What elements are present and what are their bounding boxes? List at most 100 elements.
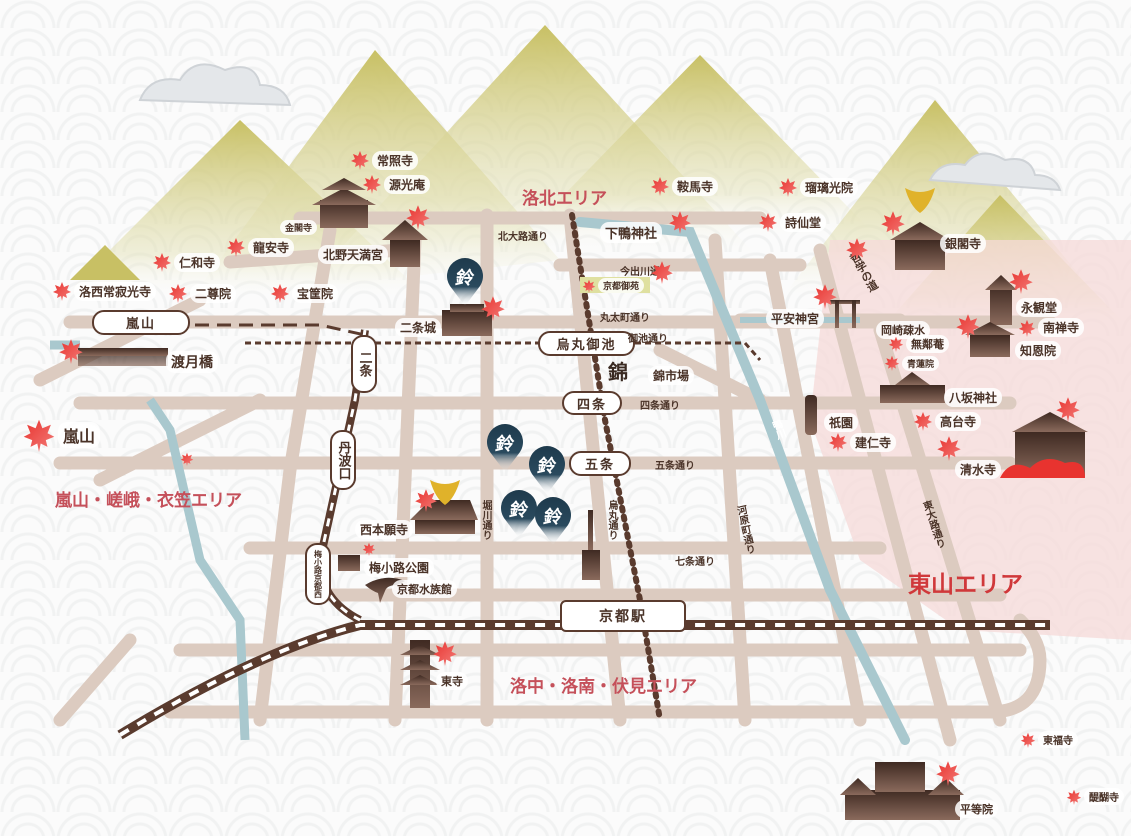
cloud-icon bbox=[138, 63, 1062, 192]
nijojo-building bbox=[442, 304, 492, 336]
station-tambaguchi[interactable]: 丹波口 bbox=[330, 430, 356, 490]
maple-icon bbox=[1018, 319, 1036, 337]
maple-icon bbox=[778, 177, 798, 197]
station-karasuma-oike[interactable]: 烏丸御池 bbox=[538, 331, 635, 356]
maple-shimogamo bbox=[668, 210, 692, 234]
place-ginkakuji[interactable]: 銀閣寺 bbox=[940, 234, 987, 253]
place-toji[interactable]: 東寺 bbox=[436, 672, 468, 690]
place-shisendo[interactable]: 詩仙堂 bbox=[758, 212, 827, 232]
place-nanzenji[interactable]: 南禅寺 bbox=[1018, 318, 1085, 337]
place-daigoji[interactable]: 醍醐寺 bbox=[1066, 788, 1124, 805]
place-gion[interactable]: 祇園 bbox=[824, 413, 859, 432]
station-gojo[interactable]: 五条 bbox=[569, 451, 631, 476]
place-kiyomizudera[interactable]: 清水寺 bbox=[955, 460, 1002, 479]
road-oike: 御池通り bbox=[628, 334, 668, 345]
map-pin[interactable]: 鈴 bbox=[445, 258, 485, 308]
maple-icon bbox=[168, 283, 188, 303]
maple-icon bbox=[582, 279, 596, 293]
place-kyoto-gyoen[interactable]: 京都御苑 bbox=[582, 278, 645, 293]
maple-icon bbox=[880, 210, 906, 236]
place-joshoji[interactable]: 常照寺 bbox=[350, 150, 419, 170]
maple-icon bbox=[432, 640, 458, 666]
maple-icon bbox=[650, 176, 670, 196]
map-pin[interactable]: 鈴 bbox=[533, 497, 573, 547]
pin-glyph: 鈴 bbox=[541, 507, 564, 528]
maple-eikando bbox=[1008, 268, 1034, 294]
place-togetsukyo[interactable]: 渡月橋 bbox=[166, 351, 218, 373]
maple-icon bbox=[888, 336, 904, 352]
place-kodaiji[interactable]: 高台寺 bbox=[913, 411, 982, 431]
pin-glyph: 鈴 bbox=[493, 434, 516, 455]
area-rakuchu: 洛中・洛南・伏見エリア bbox=[510, 677, 697, 697]
maple-icon bbox=[1055, 396, 1081, 422]
place-murinan[interactable]: 無鄰菴 bbox=[888, 335, 949, 353]
maple-chionin bbox=[955, 313, 981, 339]
maple-icon bbox=[405, 204, 431, 230]
place-chionin[interactable]: 知恩院 bbox=[1015, 341, 1062, 360]
road-kitaoji: 北大路通り bbox=[498, 232, 548, 243]
maple-toji bbox=[432, 640, 458, 666]
maple-arashiyama-small bbox=[180, 452, 194, 466]
map-pin[interactable]: 鈴 bbox=[485, 424, 525, 474]
chionin-building bbox=[965, 322, 1015, 357]
place-nisonin[interactable]: 二尊院 bbox=[168, 283, 237, 303]
place-kenninji[interactable]: 建仁寺 bbox=[828, 432, 897, 452]
place-tofukuji[interactable]: 東福寺 bbox=[1020, 731, 1078, 748]
maple-icon bbox=[650, 260, 674, 284]
place-kyoto-aquarium[interactable]: 京都水族館 bbox=[392, 580, 457, 598]
maple-icon bbox=[480, 295, 506, 321]
togetsukyo-bridge bbox=[78, 348, 168, 366]
ginkgo-icon bbox=[430, 480, 460, 505]
area-higashiyama: 東山エリア bbox=[908, 572, 1023, 598]
map-pin[interactable]: 鈴 bbox=[527, 446, 567, 496]
station-umekoji-kyotonishi[interactable]: 梅小路京都西 bbox=[305, 543, 331, 605]
toji-pagoda bbox=[400, 640, 440, 708]
pin-glyph: 鈴 bbox=[453, 268, 476, 289]
pin-glyph: 鈴 bbox=[535, 456, 558, 477]
place-yasaka-jinja[interactable]: 八坂神社 bbox=[944, 388, 1003, 407]
maple-icon bbox=[22, 418, 56, 452]
maple-icon bbox=[350, 150, 370, 170]
place-nishihonganji[interactable]: 西本願寺 bbox=[355, 520, 414, 539]
place-ryoanji[interactable]: 龍安寺 bbox=[226, 237, 295, 257]
place-nishiki-market[interactable]: 錦市場 bbox=[648, 366, 695, 385]
place-jojakkoji[interactable]: 洛西常寂光寺 bbox=[52, 281, 157, 301]
maple-icon bbox=[955, 313, 981, 339]
road-imadegawa: 今出川通り bbox=[620, 267, 670, 278]
nishiki-logo: 錦 bbox=[608, 360, 628, 384]
ginkakuji-building bbox=[890, 222, 950, 270]
place-shorenin[interactable]: 青蓮院 bbox=[884, 355, 940, 371]
place-okazaki-sosui[interactable]: 岡崎疎水 bbox=[876, 321, 930, 339]
place-byodoin[interactable]: 平等院 bbox=[955, 800, 998, 818]
place-rurikoin[interactable]: 瑠璃光院 bbox=[778, 177, 859, 197]
place-kuramadera[interactable]: 鞍馬寺 bbox=[650, 176, 719, 196]
place-ninnaji[interactable]: 仁和寺 bbox=[152, 252, 221, 272]
yasaka-building bbox=[880, 372, 945, 403]
byodoin-building bbox=[840, 762, 964, 820]
place-umekoji-park[interactable]: 梅小路公園 bbox=[364, 558, 435, 577]
maple-icon bbox=[226, 237, 246, 257]
place-shimogamo[interactable]: 下鴨神社 bbox=[600, 222, 663, 243]
road-shichijo: 七条通り bbox=[675, 557, 715, 568]
place-arashiyama[interactable]: 嵐山 bbox=[22, 418, 101, 452]
place-kinkakuji[interactable]: 金閣寺 bbox=[280, 220, 318, 235]
maple-togetsukyo bbox=[58, 338, 84, 364]
place-kitano-tenmangu[interactable]: 北野天満宮 bbox=[318, 245, 389, 264]
maple-icon bbox=[845, 237, 869, 261]
train-icon bbox=[338, 555, 360, 571]
heian-torii bbox=[830, 300, 860, 328]
place-heian-jingu[interactable]: 平安神宮 bbox=[766, 309, 825, 328]
maple-kitano bbox=[405, 204, 431, 230]
place-eikando[interactable]: 永観堂 bbox=[1016, 298, 1063, 317]
maple-icon bbox=[936, 435, 962, 461]
map-pin[interactable]: 鈴 bbox=[499, 490, 539, 540]
maple-icon bbox=[1020, 732, 1036, 748]
maple-icon bbox=[52, 281, 72, 301]
place-nijojo[interactable]: 二条城 bbox=[395, 318, 442, 337]
station-kyoto[interactable]: 京都駅 bbox=[560, 600, 686, 632]
place-genkoan[interactable]: 源光庵 bbox=[362, 174, 431, 194]
station-arashiyama[interactable]: 嵐山 bbox=[92, 310, 190, 335]
place-hokyoin[interactable]: 宝筐院 bbox=[270, 283, 339, 303]
station-nijo[interactable]: 二条 bbox=[351, 335, 377, 393]
station-shijo[interactable]: 四条 bbox=[562, 391, 622, 415]
